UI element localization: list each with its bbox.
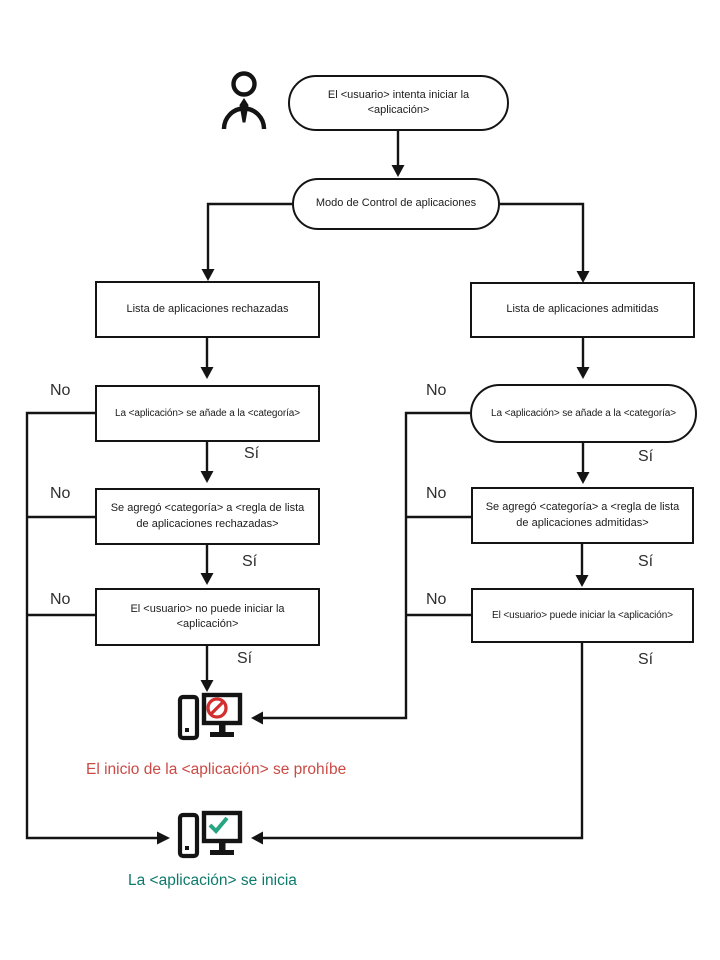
node-deny-user: El <usuario> no puede iniciar la <aplica…	[95, 588, 320, 646]
edge-label-yes: Sí	[237, 650, 253, 667]
edge-label-no: No	[50, 382, 71, 399]
node-deny-category: La <aplicación> se añade a la <categoría…	[95, 385, 320, 442]
prohibit-sign-icon	[206, 697, 228, 719]
node-start: El <usuario> intenta iniciar la <aplicac…	[288, 75, 509, 131]
computer-started-icon	[177, 810, 243, 859]
user-icon	[221, 71, 267, 130]
node-allow-user: El <usuario> puede iniciar la <aplicació…	[471, 588, 694, 643]
check-icon	[208, 816, 229, 834]
node-allow-category: La <aplicación> se añade a la <categoría…	[470, 384, 697, 443]
computer-blocked-icon	[177, 692, 243, 741]
edge-label-yes: Sí	[638, 651, 654, 668]
edge-label-yes: Sí	[638, 448, 654, 465]
edge-label-no: No	[426, 591, 447, 608]
node-allowlist: Lista de aplicaciones admitidas	[470, 282, 695, 338]
edge-label-yes: Sí	[638, 553, 654, 570]
edge-label-no: No	[426, 382, 447, 399]
edge-label-yes: Sí	[242, 553, 258, 570]
edge-label-no: No	[426, 485, 447, 502]
node-deny-rule: Se agregó <categoría> a <regla de lista …	[95, 488, 320, 545]
edge-label-no: No	[50, 485, 71, 502]
edge-label-no: No	[50, 591, 71, 608]
node-control-mode: Modo de Control de aplicaciones	[292, 178, 500, 230]
outcome-blocked-text: El inicio de la <aplicación> se prohíbe	[86, 761, 347, 778]
node-allow-rule: Se agregó <categoría> a <regla de lista …	[471, 487, 694, 544]
arrowheads	[157, 165, 590, 845]
outcome-started-text: La <aplicación> se inicia	[128, 872, 297, 889]
node-denylist: Lista de aplicaciones rechazadas	[95, 281, 320, 338]
edge-label-yes: Sí	[244, 445, 260, 462]
